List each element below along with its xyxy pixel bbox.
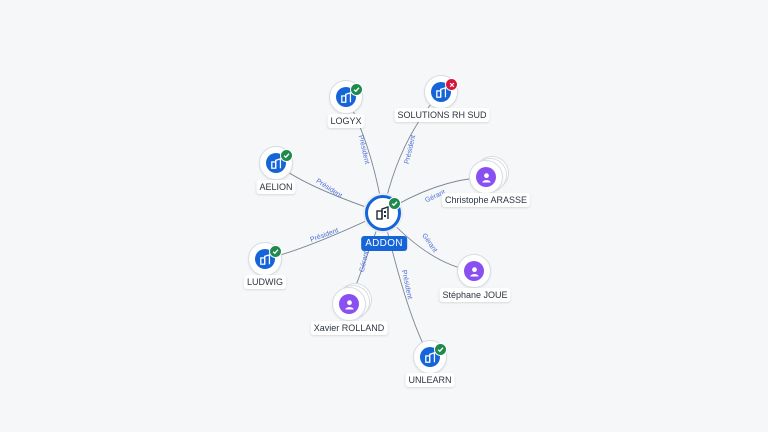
node-label-solutions[interactable]: SOLUTIONS RH SUD xyxy=(394,108,490,122)
closed-status-cross-icon xyxy=(445,78,458,91)
user-icon xyxy=(339,294,359,314)
edge-label-solutions: Président xyxy=(404,134,417,164)
center-node-label[interactable]: ADDON xyxy=(361,236,407,251)
active-status-check-icon xyxy=(434,343,447,356)
node-label-stephane[interactable]: Stéphane JOUE xyxy=(439,288,511,302)
node-label-logyx[interactable]: LOGYX xyxy=(327,114,365,128)
company-node-circle[interactable] xyxy=(329,80,363,114)
active-status-check-icon xyxy=(280,149,293,162)
edge-label-xavier: Gérant xyxy=(359,250,370,272)
node-label-unlearn[interactable]: UNLEARN xyxy=(405,373,455,387)
building-icon xyxy=(376,206,389,220)
edge-label-ludwig: Président xyxy=(309,227,339,244)
person-node-circle[interactable] xyxy=(332,287,366,321)
person-node-circle[interactable] xyxy=(457,254,491,288)
node-label-christophe[interactable]: Christophe ARASSE xyxy=(441,193,531,207)
user-icon xyxy=(464,261,484,281)
person-node-circle[interactable] xyxy=(469,160,503,194)
node-label-ludwig[interactable]: LUDWIG xyxy=(244,275,286,289)
user-icon xyxy=(476,167,496,187)
active-status-check-icon xyxy=(269,245,282,258)
active-status-check-icon xyxy=(350,83,363,96)
edge-label-stephane: Gérant xyxy=(420,232,438,254)
active-status-check-icon xyxy=(388,197,401,210)
node-label-aelion[interactable]: AELION xyxy=(256,180,296,194)
node-label-xavier[interactable]: Xavier ROLLAND xyxy=(310,321,388,335)
